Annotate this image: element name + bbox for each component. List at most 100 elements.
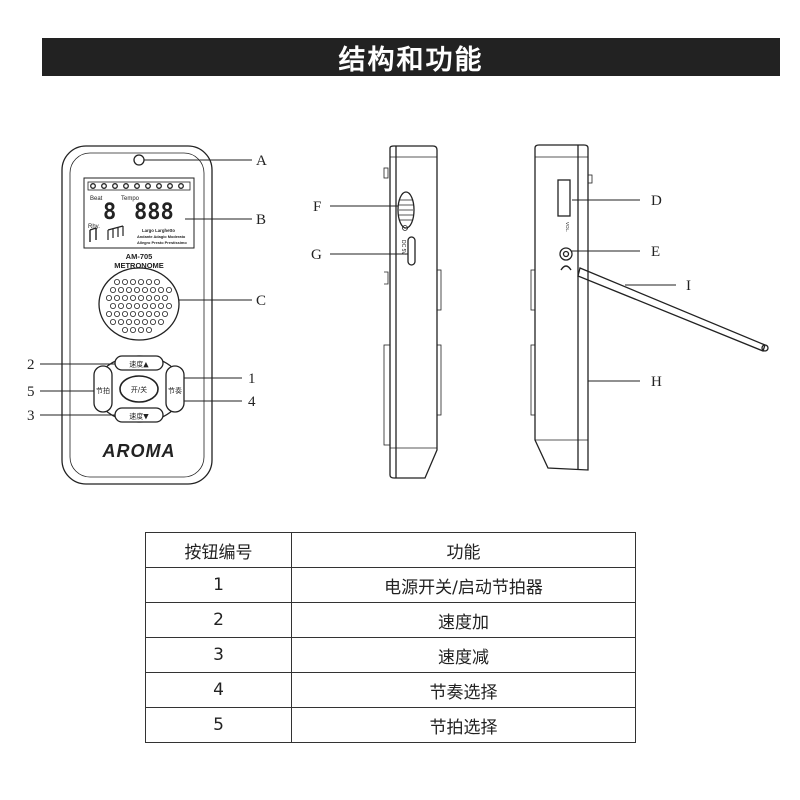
speaker-hole [118,302,125,309]
section-title-banner: 结构和功能 [42,38,780,76]
lcd-dot [145,183,151,189]
volume-slider [557,179,571,217]
speaker-hole [122,294,129,301]
speaker-hole [114,294,121,301]
lcd-dot-strip [87,181,191,191]
speaker-grille [98,267,180,341]
table-row: 5 节拍选择 [145,707,636,743]
table-row: 2 速度加 [145,602,636,638]
speaker-hole [149,302,156,309]
rhythm-notes-icon [107,225,124,240]
side-bump [436,269,442,311]
speaker-hole [129,326,136,333]
speed-down-label: 速度▼ [129,412,149,421]
brand-logo: AROMA [102,441,176,461]
speaker-hole [149,318,156,325]
rhythm-button-label: 节奏 [168,386,182,395]
speaker-hole [149,286,156,293]
wheel-grip-lines [399,199,413,221]
beat-button-label: 节拍 [96,386,110,395]
callout-i: I [686,278,691,294]
front-body-inner [69,152,205,478]
column-header: 按钮编号 [145,532,292,568]
button-number-cell: 5 [145,707,292,743]
callout-e: E [651,244,660,260]
lcd-tempo-terms-1: Largo Larghetto [142,228,175,233]
speaker-hole [126,318,133,325]
speaker-hole [141,318,148,325]
speaker-hole [129,278,136,285]
lcd-beat-label: Beat [90,196,103,202]
headphone-icon [560,265,572,271]
kickstand [577,267,766,352]
power-button-label: 开/关 [131,385,147,394]
front-body-outline [61,145,213,485]
function-cell: 电源开关/启动节拍器 [291,567,636,603]
speaker-hole [137,310,144,317]
speaker-hole [157,302,164,309]
power-button[interactable]: 开/关 [119,375,159,403]
speaker-hole [157,318,164,325]
function-cell: 节奏选择 [291,672,636,708]
beat-button[interactable]: 节拍 [93,365,113,413]
headphone-jack-inner [562,250,570,258]
table-row: 3 速度减 [145,637,636,673]
side2-body-outline [534,144,589,471]
tuner-icon [402,225,408,231]
speaker-hole [145,278,152,285]
callout-h: H [651,374,662,390]
side2-clip [587,174,593,184]
side-body-outline [389,145,438,479]
rhythm-button[interactable]: 节奏 [165,365,185,413]
speaker-hole [110,318,117,325]
callout-d: D [651,193,662,209]
speaker-hole [110,286,117,293]
hang-hole [133,154,145,166]
side-view-left [383,145,442,479]
side2-bump [530,269,536,311]
table-header-row: 按钮编号 功能 [145,532,636,568]
speaker-hole [129,310,136,317]
callout-4: 4 [248,394,256,410]
speaker-hole [153,278,160,285]
speed-up-label: 速度▲ [129,360,149,369]
button-number-cell: 1 [145,567,292,603]
callout-a: A [256,153,267,169]
lcd-tempo-digits: 888 [134,200,174,225]
speed-down-button[interactable]: 速度▼ [114,407,164,423]
side-clip [384,271,389,285]
speaker-hole [145,326,152,333]
button-number-cell: 3 [145,637,292,673]
lcd-dot [123,183,129,189]
speaker-hole [118,286,125,293]
product-diagram: Beat Tempo 8 888 Rhy. Largo Larghetto An… [27,144,769,485]
speaker-hole [157,286,164,293]
function-cell: 速度减 [291,637,636,673]
speaker-hole [133,302,140,309]
function-cell: 速度加 [291,602,636,638]
speaker-hole [137,278,144,285]
lcd-dot [90,183,96,189]
button-function-table: 按钮编号 功能 1 电源开关/启动节拍器 2 速度加 3 速度减 4 节奏选择 … [145,532,636,743]
lcd-tempo-label: Tempo [121,196,140,202]
speaker-hole [165,286,172,293]
speaker-hole [165,302,172,309]
speaker-hole [141,286,148,293]
speaker-hole [122,278,129,285]
speaker-hole [126,302,133,309]
speaker-hole [137,326,144,333]
lcd-dot [101,183,107,189]
callout-f: F [313,199,321,215]
speaker-holes [106,278,172,333]
lcd-tempo-terms-3: Allegro Presto Prestissimo [137,240,187,245]
speaker-hole [106,310,113,317]
table-row: 4 节奏选择 [145,672,636,708]
side-bump [436,344,442,416]
speed-up-button[interactable]: 速度▲ [114,355,164,371]
lcd-beat-dots [87,181,191,191]
lcd-dot [156,183,162,189]
speaker-hole [141,302,148,309]
button-number-cell: 2 [145,602,292,638]
speaker-hole [114,278,121,285]
side-clip [383,167,389,179]
